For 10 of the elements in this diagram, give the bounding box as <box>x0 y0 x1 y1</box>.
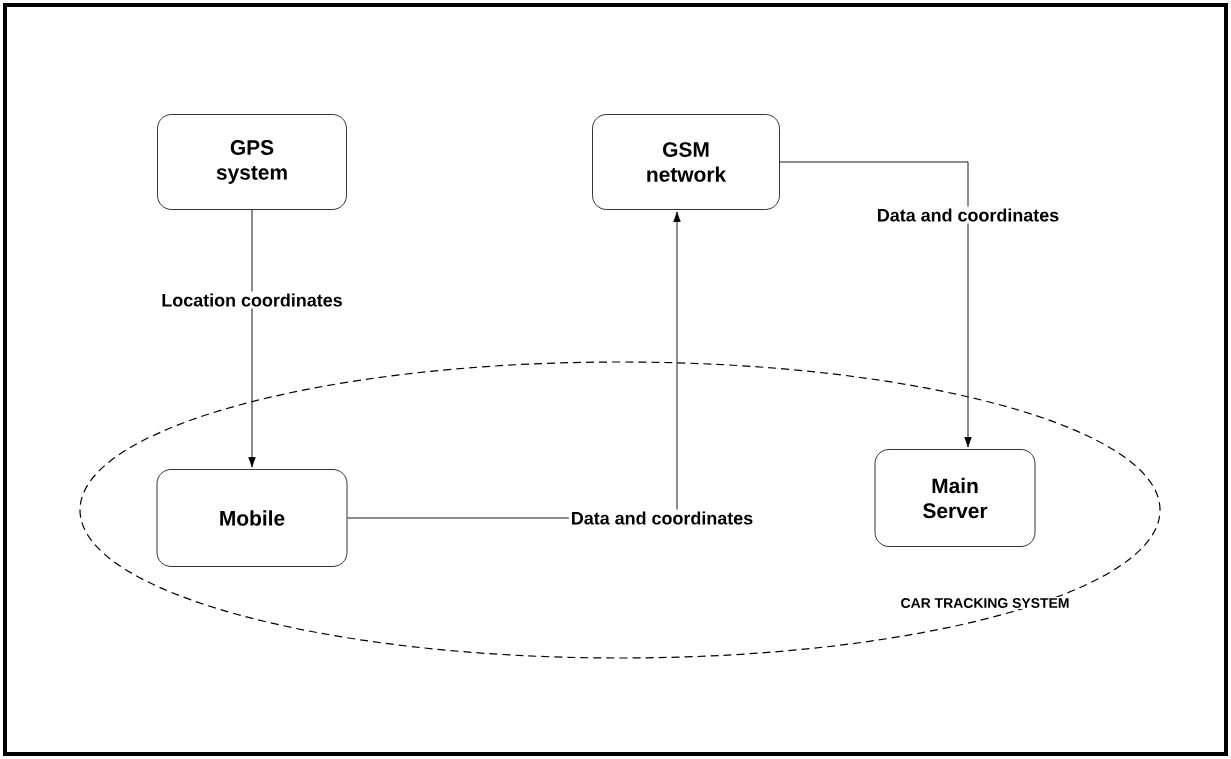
arrow <box>779 161 972 448</box>
arrow <box>248 209 256 468</box>
process-box: GSM network <box>592 114 780 210</box>
boundary-caption: CAR TRACKING SYSTEM <box>899 597 1071 609</box>
edge-label: Data and coordinates <box>568 509 756 527</box>
edge-label: Location coordinates <box>159 291 345 309</box>
edge-label: Data and coordinates <box>874 206 1062 224</box>
process-box: GPS system <box>157 114 347 210</box>
process-box: Main Server <box>874 449 1036 547</box>
process-box: Mobile <box>156 469 348 567</box>
